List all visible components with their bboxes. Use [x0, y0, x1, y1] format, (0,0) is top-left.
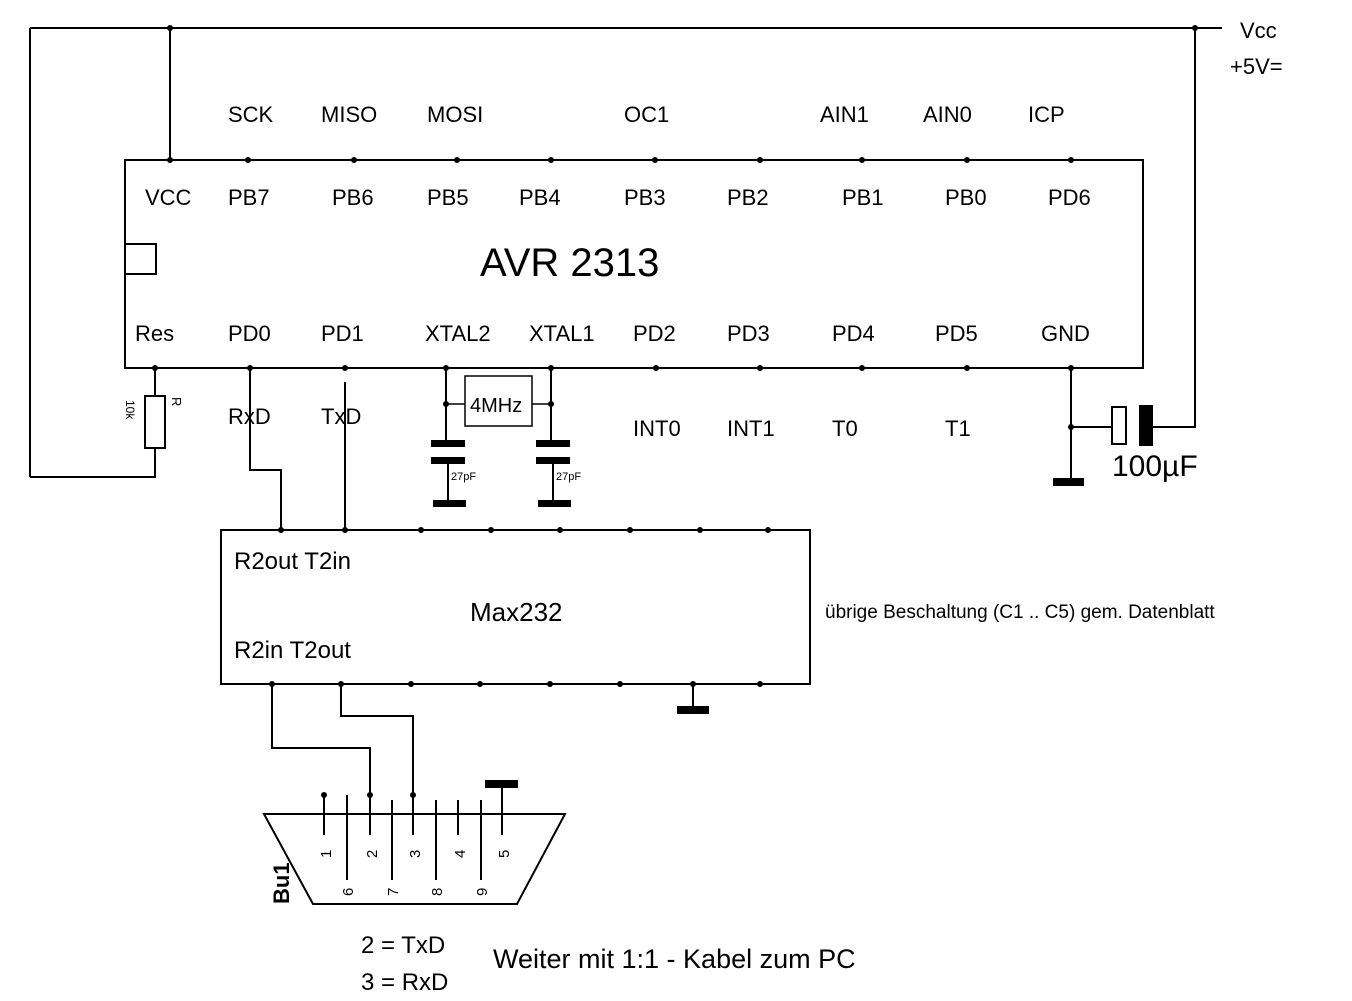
reset-resistor-value: 10k: [123, 400, 137, 420]
avr-pin-pd5: PD5: [935, 321, 978, 346]
avr-func-t0: T0: [832, 416, 858, 441]
avr-pin-pd3: PD3: [727, 321, 770, 346]
cap-left-value: 27pF: [451, 471, 476, 483]
avr-func-int1: INT1: [727, 416, 775, 441]
avr-pin-gnd: GND: [1041, 321, 1090, 346]
max232-note: übrige Beschaltung (C1 .. C5) gem. Daten…: [825, 602, 1215, 623]
avr-pin-pd4: PD4: [832, 321, 875, 346]
vcc-label: Vcc: [1240, 18, 1277, 43]
db9-pin-2: 2: [364, 850, 381, 858]
avr-pin-pd0: PD0: [228, 321, 271, 346]
db9-pin-3: 3: [407, 850, 424, 858]
reset-resistor-label: R: [169, 397, 184, 406]
avr-func-txd: TxD: [321, 404, 361, 429]
avr-func-mosi: MOSI: [427, 102, 483, 127]
rxd-wire: [249, 368, 282, 530]
avr-pin-pd2: PD2: [633, 321, 676, 346]
avr-pin-pb4: PB4: [519, 185, 561, 210]
avr-bottom-pin-dots: [152, 365, 1074, 371]
db9-pin-5: 5: [496, 850, 513, 858]
gnd-electrolytic-circuit: [1053, 368, 1153, 486]
avr-pin-vcc: VCC: [145, 185, 192, 210]
avr-pin-pb3: PB3: [624, 185, 666, 210]
db9-connector: [262, 780, 567, 905]
avr-pin-pd6: PD6: [1048, 185, 1091, 210]
db9-connector-label: Bu1: [269, 862, 294, 904]
avr-pin-pb2: PB2: [727, 185, 769, 210]
avr-func-miso: MISO: [321, 102, 377, 127]
electrolytic-cap-label: 100µF: [1112, 450, 1198, 483]
avr-pin-pd1: PD1: [321, 321, 364, 346]
avr-chip-label: AVR 2313: [480, 241, 659, 285]
avr-pin-xtal2: XTAL2: [425, 321, 491, 346]
supply-voltage-label: +5V=: [1230, 54, 1283, 79]
avr-func-sck: SCK: [228, 102, 274, 127]
db9-pin-4: 4: [452, 850, 469, 858]
avr-pin-res: Res: [135, 321, 174, 346]
t2out-wire: [340, 684, 414, 795]
avr-pin1-notch: [124, 243, 157, 275]
reset-resistor: [144, 368, 166, 449]
avr-func-int0: INT0: [633, 416, 681, 441]
vcc-rail: [29, 25, 1222, 478]
legend-pin2: 2 = TxD: [361, 932, 445, 959]
max232-body: [220, 529, 811, 685]
cap-right-value: 27pF: [556, 471, 581, 483]
avr-func-t1: T1: [945, 416, 971, 441]
max232-bottom-pins-label: R2in T2out: [234, 637, 351, 664]
max232-pin-dots: [269, 527, 771, 687]
avr-pin-xtal1: XTAL1: [529, 321, 595, 346]
db9-pin-9: 9: [474, 888, 491, 896]
avr-pin-pb5: PB5: [427, 185, 469, 210]
avr-pin-pb6: PB6: [332, 185, 374, 210]
cable-note: Weiter mit 1:1 - Kabel zum PC: [493, 944, 856, 974]
crystal-label: 4MHz: [470, 395, 522, 417]
legend-pin3: 3 = RxD: [361, 969, 448, 996]
avr-func-oc1: OC1: [624, 102, 669, 127]
r2in-wire: [271, 684, 371, 795]
avr-func-icp: ICP: [1028, 102, 1065, 127]
avr-pin-pb0: PB0: [945, 185, 987, 210]
avr-func-ain0: AIN0: [923, 102, 972, 127]
db9-pin-7: 7: [385, 888, 402, 896]
avr-func-ain1: AIN1: [820, 102, 869, 127]
avr-top-pin-dots: [167, 157, 1074, 163]
max232-top-pins-label: R2out T2in: [234, 548, 351, 575]
db9-pin-1: 1: [318, 850, 335, 858]
avr-pin-pb7: PB7: [228, 185, 270, 210]
db9-pin-6: 6: [340, 888, 357, 896]
max232-gnd: [677, 684, 709, 714]
avr-pin-pb1: PB1: [842, 185, 884, 210]
max232-chip-label: Max232: [470, 597, 563, 627]
db9-pin-8: 8: [429, 888, 446, 896]
crystal-circuit: [431, 368, 571, 507]
